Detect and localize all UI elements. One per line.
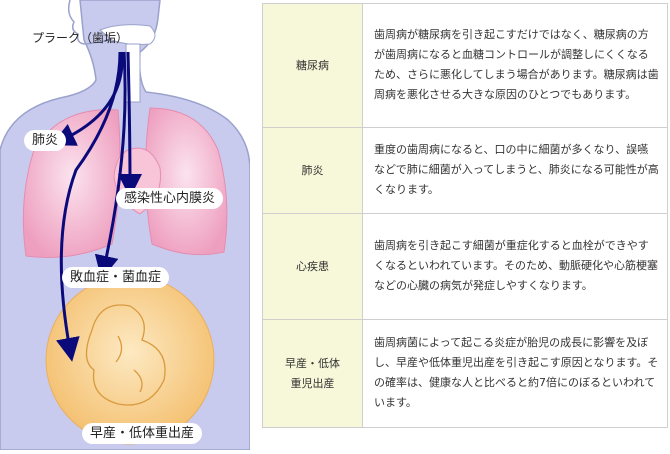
disease-table: 糖尿病 歯周病が糖尿病を引き起こすだけではなく、糖尿病の方が歯周病になると血糖コ… (262, 3, 668, 428)
heart-label: 感染性心内膜炎 (116, 188, 224, 209)
row-text-diabetes: 歯周病が糖尿病を引き起こすだけではなく、糖尿病の方が歯周病になると血糖コントロー… (362, 3, 668, 128)
row-label-preterm-birth: 早産・低体 重児出産 (262, 319, 363, 428)
body-diagram (0, 0, 251, 451)
table-row: 早産・低体 重児出産 歯周病菌によって起こる炎症が胎児の成長に影響を及ぼし、早産… (262, 319, 668, 428)
plaque-label: プラーク（歯垢） (32, 31, 129, 45)
row-label-diabetes: 糖尿病 (262, 3, 363, 128)
arrow-to-sepsis (94, 51, 127, 280)
anatomy-illustration: プラーク（歯垢） 肺炎 感染性心内膜炎 敗血症・菌血症 早産・低体重出産 (0, 0, 251, 451)
spread-arrows (51, 51, 142, 362)
lung-label: 肺炎 (24, 130, 67, 151)
mouth-cavity (99, 24, 156, 45)
sepsis-label: 敗血症・菌血症 (62, 267, 170, 288)
row-label-heart-disease: 心疾患 (262, 213, 363, 320)
table-row: 肺炎 重度の歯周病になると、口の中に細菌が多くなり、誤嚥などで肺に細菌が入ってし… (262, 127, 668, 214)
row-label-pneumonia: 肺炎 (262, 127, 363, 214)
arrow-to-heart (117, 51, 142, 198)
fetus-outline (85, 304, 166, 406)
face-profile (67, 0, 111, 45)
preterm-label: 早産・低体重出産 (82, 423, 203, 444)
row-text-pneumonia: 重度の歯周病になると、口の中に細菌が多くなり、誤嚥などで肺に細菌が入ってしまうと… (362, 127, 668, 214)
row-text-preterm-birth: 歯周病菌によって起こる炎症が胎児の成長に影響を及ぼし、早産や低体重児出産を引き起… (362, 319, 668, 428)
row-label-line1: 早産・低体 (285, 356, 340, 370)
womb (45, 275, 215, 445)
arrow-to-lung (51, 51, 124, 146)
table-row: 糖尿病 歯周病が糖尿病を引き起こすだけではなく、糖尿病の方が歯周病になると血糖コ… (262, 3, 668, 128)
row-label-line2: 重児出産 (290, 376, 335, 390)
arrow-to-womb (56, 51, 122, 362)
table-row: 心疾患 歯周病を引き起こす細菌が重症化すると血栓ができやすくなるといわれています… (262, 213, 668, 320)
row-text-heart-disease: 歯周病を引き起こす細菌が重症化すると血栓ができやすくなるといわれています。そのた… (362, 213, 668, 320)
